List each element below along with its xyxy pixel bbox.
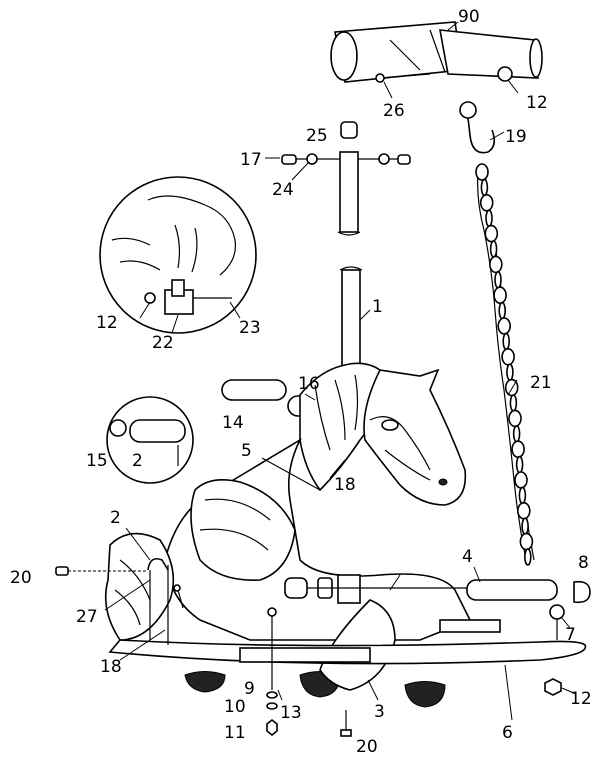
axle-assembly: [284, 574, 467, 604]
callout-23: 23: [239, 318, 261, 338]
callout-15: 15: [86, 451, 108, 471]
chain-link: [502, 332, 511, 351]
callout-27: 27: [76, 607, 98, 627]
chain-link: [488, 255, 503, 274]
callout-25: 25: [306, 126, 328, 146]
footrest-4: [466, 579, 558, 601]
pole-bolt-17: [281, 153, 340, 165]
callout-90: 90: [458, 7, 480, 27]
callout-2-inset: 2: [132, 451, 143, 471]
callout-11: 11: [224, 723, 246, 743]
chain-link: [511, 440, 525, 459]
callout-19: 19: [505, 127, 527, 147]
callout-18-upper: 18: [334, 475, 356, 495]
chain-link: [484, 224, 499, 243]
nut-11: [266, 718, 278, 737]
callout-12-bottom: 12: [570, 689, 592, 709]
chain-link: [489, 240, 498, 258]
callout-20-bottom: 20: [356, 737, 378, 757]
nut-12-bottom: [544, 678, 562, 696]
chain-link: [475, 163, 489, 181]
callout-3: 3: [374, 702, 385, 722]
chain-link: [493, 286, 507, 305]
pole-1: [337, 151, 363, 381]
detail-inset-lower: [106, 396, 194, 484]
chain-link: [494, 270, 502, 289]
callout-10: 10: [224, 697, 246, 717]
callout-5: 5: [241, 441, 252, 461]
chain-link: [518, 486, 527, 505]
rocker-base-6: [108, 557, 587, 665]
hook-19: [459, 101, 496, 154]
leader-lines: [104, 21, 577, 721]
eye-bolt-7: [549, 604, 565, 640]
callout-9: 9: [244, 679, 255, 699]
bolt-13: [267, 607, 277, 690]
callout-1: 1: [372, 297, 383, 317]
end-cap-8: [573, 580, 591, 604]
callout-4: 4: [462, 547, 473, 567]
bolt-26: [375, 73, 431, 83]
chain-link: [509, 394, 518, 412]
bolt-20-bottom: [340, 710, 352, 737]
chain-link: [480, 178, 489, 197]
detail-inset-upper: [99, 176, 257, 334]
chain-link: [506, 363, 514, 382]
chain-link: [512, 424, 521, 443]
washer-10: [266, 702, 278, 710]
chain-link: [479, 194, 494, 212]
callout-26: 26: [383, 101, 405, 121]
callout-21: 21: [530, 373, 552, 393]
callout-20-left: 20: [10, 568, 32, 588]
chain-link: [514, 471, 528, 489]
ceiling-mount-bracket: [330, 21, 543, 83]
cap-25: [340, 121, 358, 139]
callout-24: 24: [272, 180, 294, 200]
callout-12-inset: 12: [96, 313, 118, 333]
chain-link: [519, 532, 534, 551]
callout-16: 16: [298, 374, 320, 394]
chain-link: [497, 317, 512, 335]
rocking-horse: [104, 362, 472, 708]
chain-21: [475, 163, 535, 566]
washer-9: [266, 691, 278, 699]
callout-13: 13: [280, 703, 302, 723]
chain-link: [498, 301, 507, 320]
chain-link: [501, 347, 515, 366]
callout-12-top: 12: [526, 93, 548, 113]
bolt-20-left: [55, 566, 148, 576]
chain-link: [508, 409, 522, 428]
chain-link: [515, 455, 524, 474]
screw-18: [173, 584, 184, 609]
callout-14: 14: [222, 413, 244, 433]
callout-2-base: 2: [110, 508, 121, 528]
chain-link: [516, 501, 531, 520]
callout-18-lower: 18: [100, 657, 122, 677]
callout-7: 7: [565, 625, 576, 645]
pole-nuts-right: [358, 153, 411, 165]
chain-link: [485, 209, 493, 227]
callout-22: 22: [152, 333, 174, 353]
chain-link: [523, 548, 532, 566]
chain-link: [521, 517, 529, 536]
callout-17: 17: [240, 150, 262, 170]
callout-6: 6: [502, 723, 513, 743]
callout-labels: 90 12 26 19 25 17 24 12 22 23 1 21 16 14…: [10, 7, 592, 757]
callout-8: 8: [578, 553, 589, 573]
handle-14: [221, 379, 287, 401]
nut-12-top: [497, 66, 513, 82]
